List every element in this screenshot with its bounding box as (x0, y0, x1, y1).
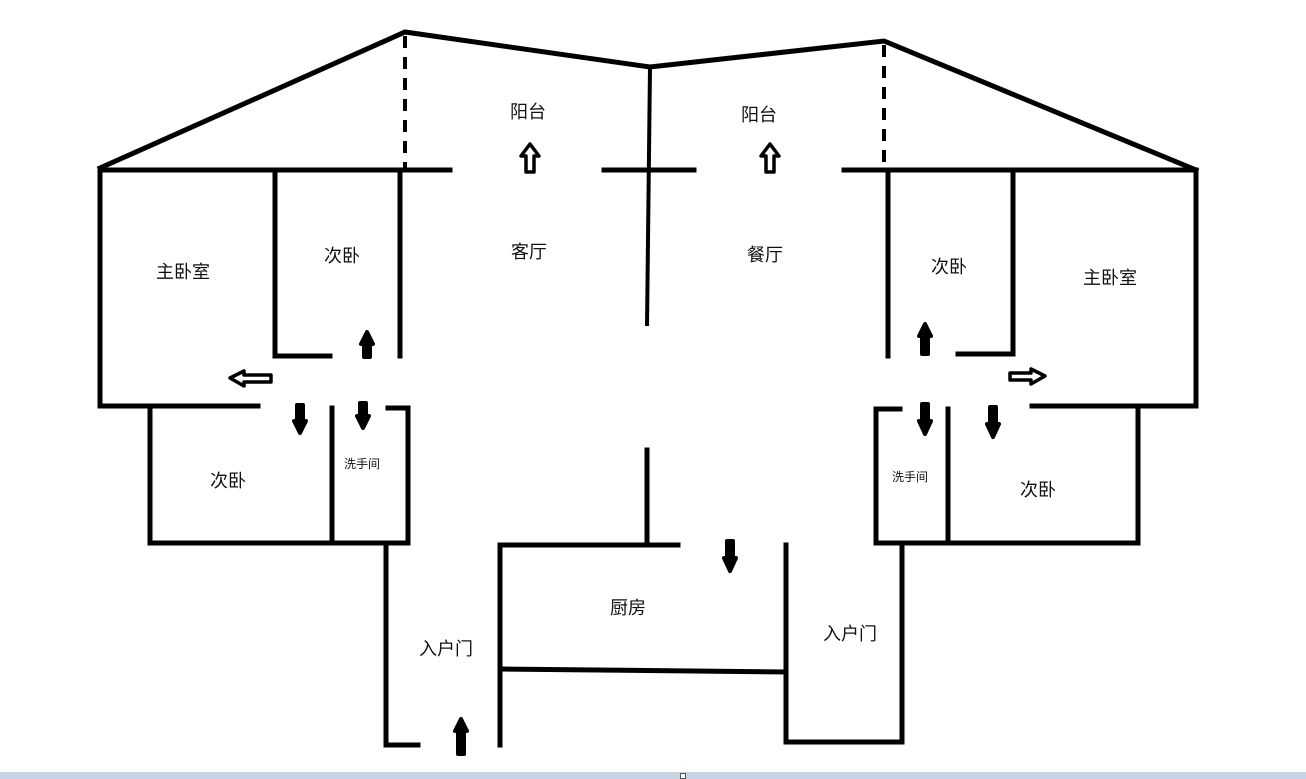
label-second-bedroom-right-top: 次卧 (931, 257, 967, 278)
label-bathroom-left: 洗手间 (344, 457, 380, 471)
label-entrance-left: 入户门 (419, 639, 473, 660)
balcony-outline (96, 29, 1200, 327)
arrow-left-bedroom-down (292, 403, 308, 435)
left-wing-walls (97, 167, 503, 748)
label-second-bedroom-left-top: 次卧 (324, 246, 360, 267)
arrow-balcony-left-up (519, 142, 541, 174)
label-master-bedroom-left: 主卧室 (156, 262, 210, 283)
label-living-room: 客厅 (511, 242, 547, 263)
arrow-balcony-right-up (759, 142, 781, 174)
window-bottom-bar (0, 772, 1306, 779)
arrow-left-entrance-up (453, 717, 469, 756)
label-dining-room: 餐厅 (747, 245, 783, 266)
arrow-left-master-left (228, 369, 273, 388)
resize-handle[interactable] (680, 773, 686, 779)
arrow-right-bedroom-down (985, 405, 1001, 439)
label-second-bedroom-left-bottom: 次卧 (210, 471, 246, 492)
label-bathroom-right: 洗手间 (892, 470, 928, 484)
label-kitchen: 厨房 (610, 598, 646, 619)
arrow-left-bedroom-up (359, 330, 375, 359)
arrow-right-master-right (1008, 367, 1047, 386)
arrow-left-bathroom-down (355, 401, 371, 430)
label-master-bedroom-right: 主卧室 (1083, 268, 1137, 289)
label-second-bedroom-right-bottom: 次卧 (1020, 480, 1056, 501)
right-wing-walls (783, 167, 1199, 745)
arrow-right-bathroom-down (917, 402, 933, 436)
arrow-right-bedroom-up (917, 322, 933, 356)
label-balcony-left: 阳台 (510, 102, 546, 123)
arrow-kitchen-down (722, 539, 738, 573)
label-entrance-right: 入户门 (823, 624, 877, 645)
center-walls (497, 167, 789, 745)
label-balcony-right: 阳台 (741, 105, 777, 126)
